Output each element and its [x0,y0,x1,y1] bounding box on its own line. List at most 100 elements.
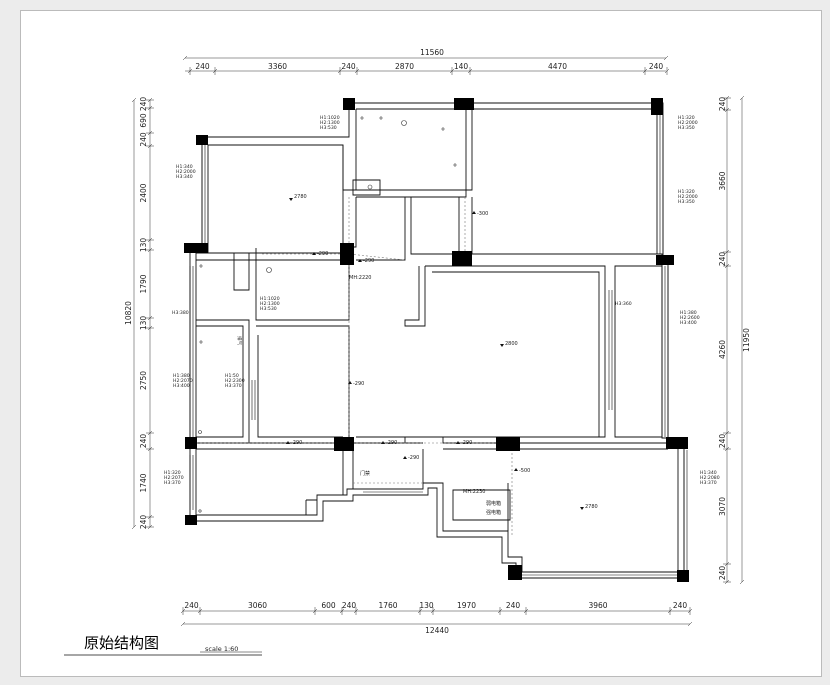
dim-bottom-segment: 240 [184,601,199,610]
light-marker [379,116,383,120]
beam-label-se: 2780 [585,504,598,510]
window-bottom [363,488,423,493]
drawing-scale: scale 1:60 [205,645,238,653]
dim-top-total: 11560 [420,48,444,57]
beam-marker-arrow [514,468,518,471]
dim-right-segment: 240 [718,252,727,267]
light-marker [367,184,373,190]
beam-marker-arrow [312,252,316,255]
beam-marker-arrow [286,441,290,444]
dim-top-segment: 240 [195,62,210,71]
beam-label-b4: -290 [408,455,419,461]
beam-label-n: -300 [477,211,488,217]
dim-left-segment: 2400 [139,183,148,202]
window-s [522,574,678,579]
dim-tick [131,524,137,530]
beam-marker-arrow [348,381,352,384]
light-marker [198,430,202,434]
dim-right-segment: 240 [718,97,727,112]
dim-left-segment: 1790 [139,274,148,293]
window-inner-w [251,380,256,420]
east-bedroom-walls [614,265,663,438]
washroom-fixture [233,252,250,291]
beam-label-2: -290 [363,258,374,264]
light-marker [198,509,202,513]
column [508,565,522,580]
dim-top-segment: 3360 [268,62,287,71]
column [340,243,354,265]
win-label-living-e: H1:380 H2:2600 H3:400 [680,310,701,326]
window-sw [189,455,194,510]
dim-right-segment: 3660 [718,171,727,190]
beam-label-se-top: -500 [519,468,530,474]
column [496,437,520,451]
box-label-2: 强电箱 [486,509,501,516]
living-walls-2 [257,335,668,444]
door-label: 门禁 [360,470,370,477]
column [651,98,663,115]
beam-markers: 2780 -300 -290 -290 MH:2220 -290 2800 -2… [236,194,598,516]
column [452,251,472,266]
windows [189,102,688,579]
dimension-lines [131,55,745,627]
light-marker [360,116,364,120]
column [334,437,354,451]
window-e1 [659,115,664,254]
dim-left-segment: 690 [139,113,148,128]
beam-label-b2: -290 [386,440,397,446]
win-label-wall-h3: H3:380 [172,310,189,316]
light-markers [198,116,457,513]
dim-right-segment: 4260 [718,340,727,359]
column [666,437,688,449]
dim-right-segment: 240 [718,434,727,449]
beam-label-living: 2800 [505,341,518,347]
west-room-walls [196,248,350,444]
dim-tick [687,621,693,627]
beam-line-2 [262,253,406,261]
dim-left-segment: 240 [139,97,148,112]
corridor-wall-n [356,197,657,261]
dim-bottom-segment: 3960 [588,601,607,610]
dim-tick [180,621,186,627]
dim-top-segment: 2870 [395,62,414,71]
window-labels: H1:340 H2:2000 H3:340 H1:1020 H2:1300 H3… [164,115,721,486]
height-label-mid: MH:2220 [349,275,371,281]
win-label-se: H1:340 H2:2080 H3:370 [700,470,721,486]
column [343,98,355,110]
dim-left-segment: 2750 [139,371,148,390]
columns [184,98,689,582]
drawing-title: 原始结构图 [84,634,159,652]
drawing-sheet [20,10,822,677]
dim-top-segment: 140 [454,62,469,71]
dim-left-segment: 130 [139,238,148,253]
dim-left-total: 10820 [124,301,133,325]
beam-marker-arrow [472,211,476,214]
light-marker [441,127,445,131]
beam-marker-arrow [580,507,584,510]
dim-bottom-segment: 1970 [457,601,476,610]
dim-right-segment: 240 [718,566,727,581]
window-nw [201,145,206,245]
beam-marker-arrow [289,198,293,201]
dim-bottom-total: 12440 [425,626,449,635]
column [196,135,208,145]
dim-left-segment: 130 [139,316,148,331]
kitchen-wall-inner [356,109,467,198]
beam-marker-arrow [381,441,385,444]
dim-tick [739,579,745,585]
column [677,570,689,582]
kitchen-wall [355,109,473,191]
beam-label-1: -290 [317,251,328,257]
light-marker [266,267,272,273]
se-bedroom-walls [443,448,668,531]
window-e2 [664,266,669,437]
nw-bedroom-wall [208,145,344,254]
outer-wall-outline [189,102,685,579]
beam-marker-arrow [456,441,460,444]
dim-bottom-segment: 600 [321,601,336,610]
wall-lines [189,102,685,579]
height-label-se: MH:2230 [463,489,485,495]
closet-lines [305,499,317,515]
window-w1 [189,266,194,437]
